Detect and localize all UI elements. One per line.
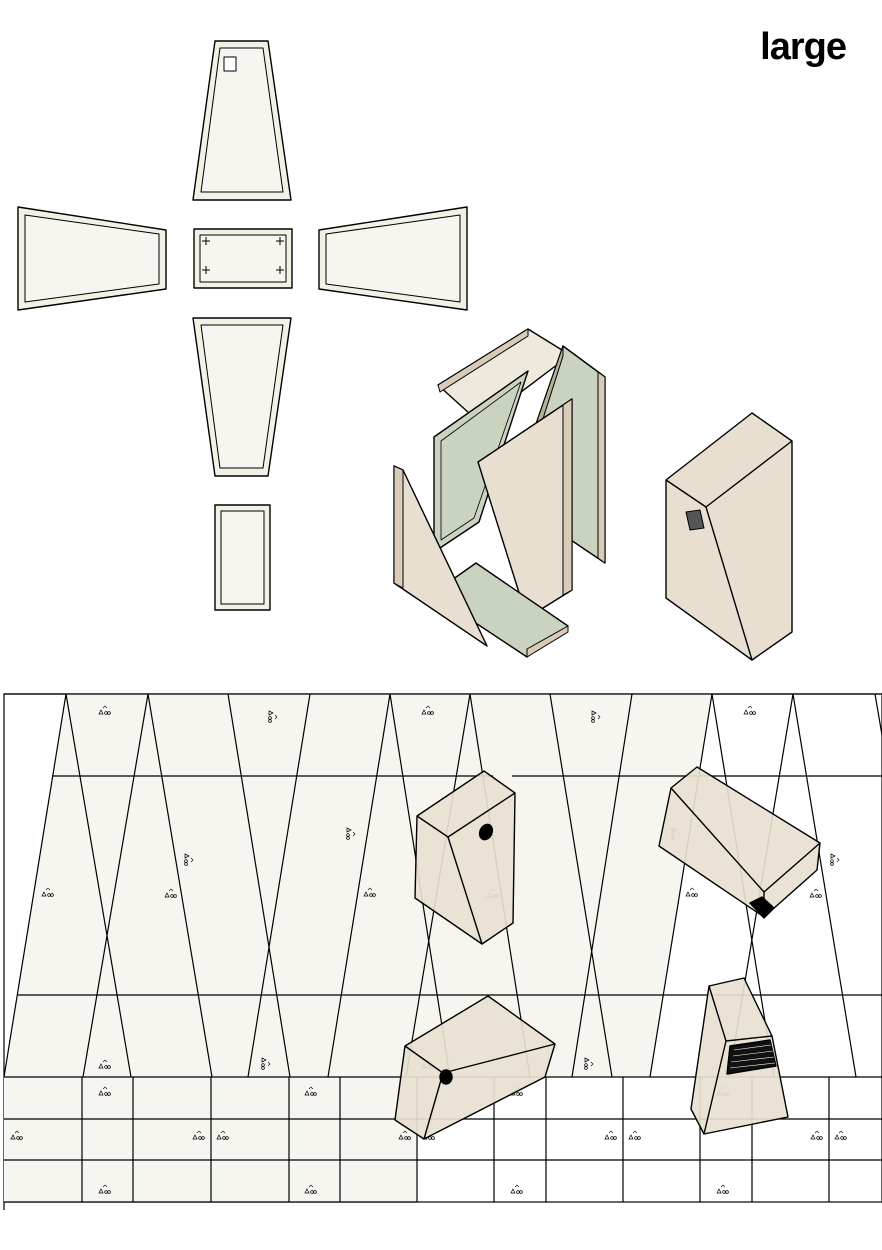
sheet-box-3	[394, 995, 556, 1140]
opening-icon	[726, 1039, 777, 1075]
exploded-view	[393, 328, 606, 658]
page-title: large	[760, 26, 847, 68]
net-panel-bottom	[192, 317, 292, 477]
assembled-box	[665, 412, 793, 661]
sheet-box-4	[690, 977, 789, 1135]
net-panel-center	[193, 228, 293, 289]
net-panel-top	[192, 40, 292, 201]
print-sheet	[3, 693, 882, 1210]
vent-icon	[478, 823, 494, 841]
sheet-box-2	[658, 766, 821, 919]
opening-icon	[685, 509, 705, 531]
net-panel-left	[17, 206, 167, 311]
panel-net	[17, 40, 468, 611]
sheet-boxes	[394, 766, 821, 1140]
opening-icon	[749, 896, 775, 919]
vent-icon	[223, 56, 237, 72]
net-panel-right	[318, 206, 468, 311]
net-panel-base	[214, 504, 271, 611]
vent-icon	[439, 1069, 453, 1085]
sheet-box-1	[414, 770, 516, 945]
